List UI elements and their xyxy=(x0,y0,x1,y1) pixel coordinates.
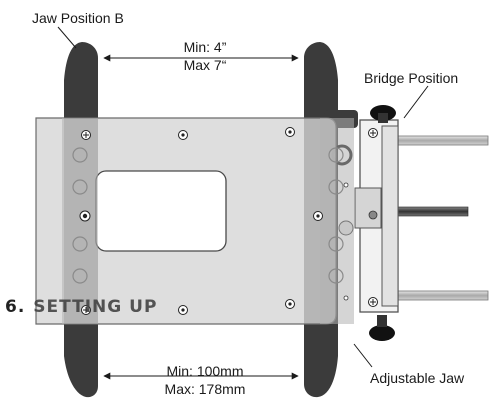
ring-screw xyxy=(178,130,188,140)
guide-rod-bottom xyxy=(397,290,489,301)
rail-hole xyxy=(328,236,344,252)
plate-window xyxy=(95,170,227,252)
threaded-screw xyxy=(397,206,469,217)
bridge-bracket xyxy=(354,119,399,313)
small-hole xyxy=(343,295,349,301)
cross-screw xyxy=(81,130,91,140)
cross-screw xyxy=(81,305,91,315)
cross-screw xyxy=(368,297,378,307)
rail-hole xyxy=(328,179,344,195)
guide-rod-top xyxy=(397,135,489,146)
small-hole xyxy=(343,182,349,188)
section-number: 6. xyxy=(5,297,26,317)
bottom-min-label: Min: 100mm xyxy=(166,363,244,379)
rail-holes xyxy=(72,147,354,284)
bridge-inner-plate xyxy=(381,125,399,307)
cross-screw xyxy=(368,128,378,138)
jaw-position-leader xyxy=(57,26,77,49)
left-rail xyxy=(62,118,98,324)
adjustable-jaw-leader xyxy=(353,343,373,368)
ring-screw xyxy=(178,305,188,315)
rail-hole xyxy=(328,268,344,284)
jaw-position-label: Jaw Position B xyxy=(32,10,124,26)
ring-screw xyxy=(79,210,91,222)
base-plate xyxy=(35,117,354,325)
adjustable-jaw-label: Adjustable Jaw xyxy=(370,370,465,386)
plate-screws xyxy=(79,127,378,315)
knob-top-stem xyxy=(378,113,388,123)
rail-hole xyxy=(72,236,88,252)
top-max-label: Max 7“ xyxy=(183,57,227,73)
ring-screw xyxy=(313,211,323,221)
knobs xyxy=(369,105,396,341)
right-rail xyxy=(320,118,354,324)
ring-screw xyxy=(285,299,295,309)
rail-hole xyxy=(72,268,88,284)
top-min-label: Min: 4” xyxy=(183,39,227,55)
top-dimension-label: Min: 4” Max 7“ xyxy=(150,38,260,74)
guide-rods xyxy=(397,135,489,301)
bottom-max-label: Max: 178mm xyxy=(164,381,246,397)
bridge-clamp xyxy=(354,187,382,229)
section-heading: 6. SETTING UP xyxy=(5,297,157,317)
section-title: SETTING UP xyxy=(33,297,158,317)
clamp-screw xyxy=(368,210,378,220)
bridge-position-label: Bridge Position xyxy=(364,70,459,86)
bottom-dimension-label: Min: 100mm Max: 178mm xyxy=(140,362,270,398)
bridge-position-leader xyxy=(403,85,429,119)
knob-bottom-stem xyxy=(377,315,387,327)
knob-bottom xyxy=(369,325,395,341)
ring-screw xyxy=(285,127,295,137)
rail-hole xyxy=(328,147,344,163)
rail-pin xyxy=(338,220,354,236)
rail-hole xyxy=(72,179,88,195)
rail-hole xyxy=(72,147,88,163)
